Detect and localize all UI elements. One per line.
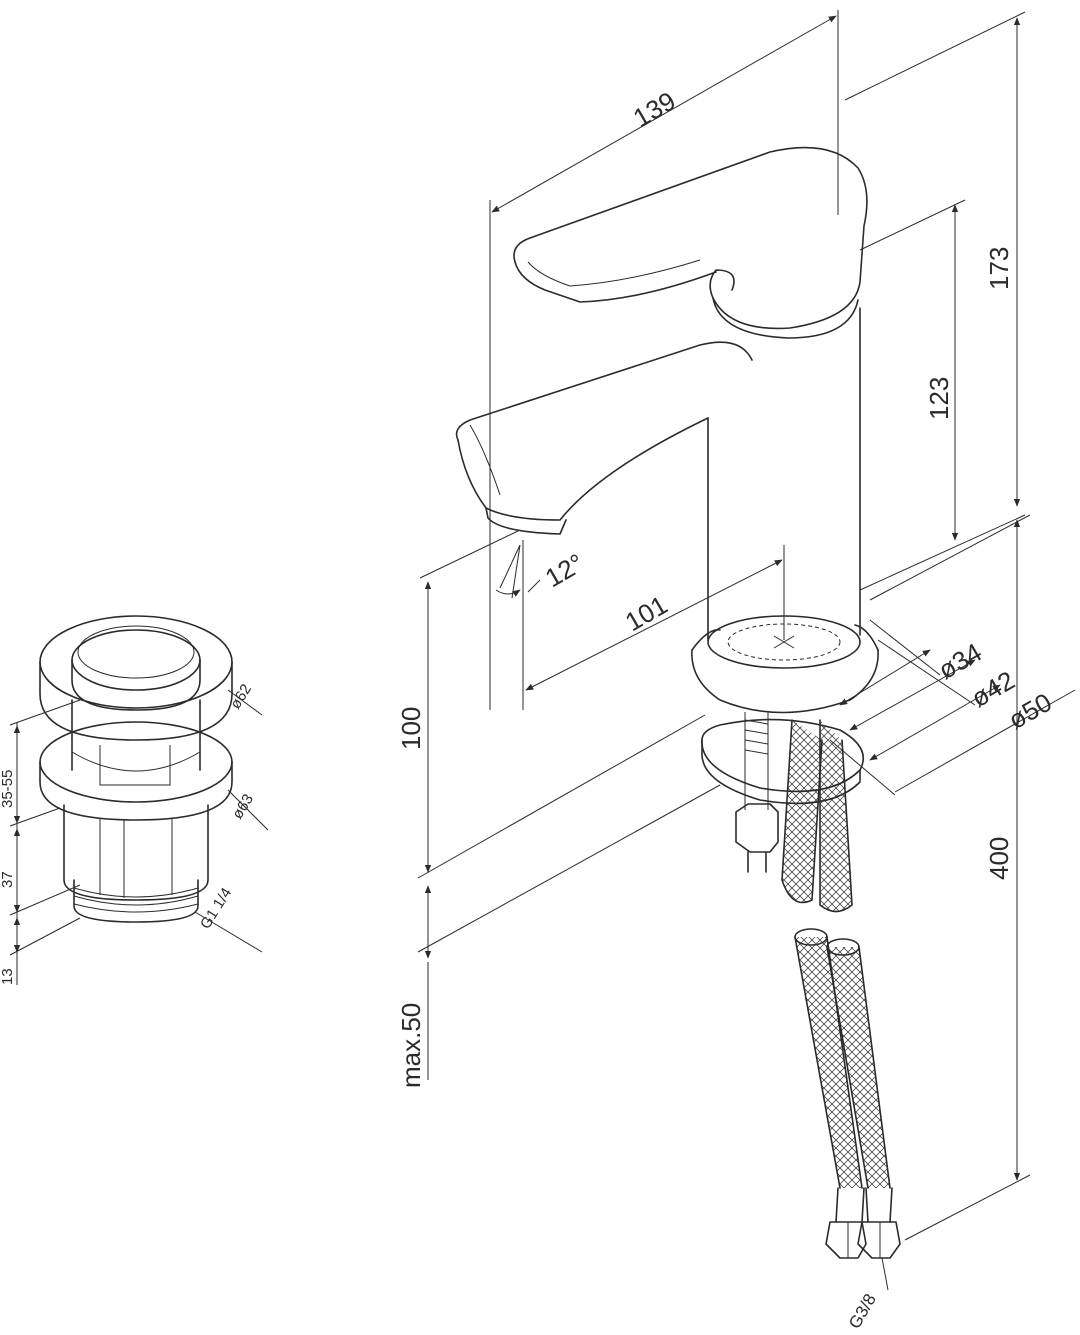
counter-thickness-label: max.50	[396, 1003, 426, 1088]
drain-body-length-label: 37	[0, 871, 16, 888]
spout-angle-label: 12°	[540, 548, 589, 594]
body-height-label: 123	[924, 377, 954, 420]
drain-cap-diameter-label: ø62	[227, 681, 255, 712]
hose-thread-label: G3/8	[845, 1291, 880, 1332]
drain-thread-length-label: 13	[0, 968, 16, 985]
faucet-body	[455, 146, 901, 1291]
hose-length-label: 400	[984, 837, 1014, 880]
spout-clearance-label: 100	[396, 707, 426, 750]
spout-length-label: 139	[628, 86, 681, 134]
faucet-dimension-lines	[417, 10, 1076, 1241]
spout-reach-label: 101	[620, 590, 673, 638]
diameter-34-label: ø34	[933, 637, 987, 685]
drain-valve	[9, 615, 269, 985]
drain-adjust-range-label: 35-55	[0, 770, 16, 808]
total-height-label: 173	[984, 247, 1014, 290]
